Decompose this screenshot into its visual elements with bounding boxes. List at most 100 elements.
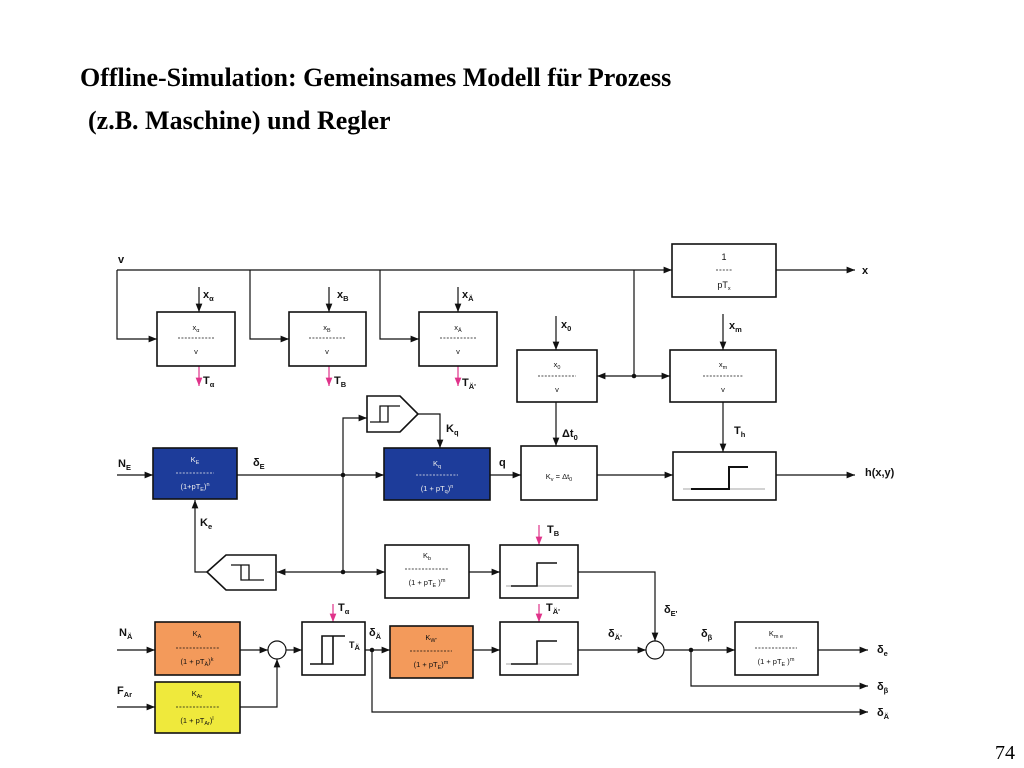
block-k-q-numerator: Kq — [433, 459, 441, 470]
label-delta-t0-sub: 0 — [574, 433, 578, 442]
label-x-a: xÄ — [462, 289, 474, 303]
block-k-w-numerator: KW' — [425, 633, 436, 644]
label-n-e: NE — [118, 458, 131, 472]
block-k-me — [734, 621, 819, 676]
block-x-a-denominator: v — [456, 347, 460, 356]
block-k-a-num-base: K — [193, 629, 198, 638]
junction-dot — [631, 373, 637, 379]
block-k-b-den-post: ) — [436, 578, 441, 587]
block-k-v-b-sub: 0 — [569, 477, 572, 483]
line-v-to-x-alpha-block — [116, 270, 157, 343]
block-k-e — [152, 447, 238, 500]
block-k-me-num-sub: m e — [774, 634, 783, 640]
label-output-delta-beta-base: δ — [877, 681, 884, 693]
label-n-e-base: N — [118, 458, 126, 470]
block-step-h — [672, 451, 777, 501]
label-n-e-sub: E — [126, 463, 131, 472]
block-k-v-formula: Kv = Δt0 — [546, 472, 572, 483]
label-delta-a-prime: δÄ' — [608, 628, 622, 642]
block-step-tb — [499, 544, 579, 599]
block-k-ar — [154, 681, 241, 734]
label-k-e-base: K — [200, 517, 208, 529]
label-t-a-step-inner-base: T — [349, 640, 355, 650]
label-output-delta-e-sub: e — [884, 649, 888, 658]
block-xm-numerator: xm — [719, 360, 728, 371]
label-t-alpha-step-base: T — [338, 602, 345, 614]
label-output-delta-beta-sub: β — [884, 686, 889, 695]
block-x-alpha-numerator-sub: α — [196, 328, 200, 334]
block-k-e-numerator: KE — [191, 455, 200, 466]
block-step-t-a-prime — [499, 621, 579, 676]
junction-dot — [369, 647, 375, 653]
block-k-me-den-pre: (1 + pT — [758, 657, 782, 666]
block-k-v-a: K — [546, 472, 551, 481]
label-t-b: TB — [334, 375, 347, 389]
block-k-q-den-post: ) — [448, 484, 451, 493]
line-v-to-x-b-block — [249, 270, 289, 343]
hysteresis-icon — [370, 405, 400, 423]
label-delta-e-base: δ — [253, 457, 260, 469]
label-t-b-base: T — [334, 375, 341, 387]
block-k-q-den-pre: (1 + pT — [421, 484, 445, 493]
block-x-a-numerator-sub: Ä — [458, 327, 462, 334]
label-x-a-sub: Ä — [468, 294, 474, 303]
block-k-v-a-sub: v — [551, 477, 554, 483]
block-k-a-numerator: KA — [193, 629, 202, 640]
label-delta-a-base: δ — [369, 627, 376, 639]
label-k-q-sub: q — [454, 428, 459, 437]
block-k-e-den-sup: n — [206, 482, 209, 488]
label-t-b-step: TB — [547, 524, 560, 538]
label-output-delta-a-sub: Ä — [884, 712, 890, 721]
block-k-a-num-sub: A — [198, 634, 202, 640]
label-xm: xm — [729, 320, 742, 334]
block-k-b-den-pre: (1 + pT — [409, 578, 433, 587]
label-t-alpha-step-sub: α — [345, 607, 350, 616]
label-k-q: Kq — [446, 423, 459, 437]
label-t-a-prime-step-sub: Ä' — [553, 607, 560, 616]
label-t-h-base: T — [734, 425, 741, 437]
block-k-ar-den-pre: (1 + pT — [180, 716, 204, 725]
label-t-b-sub: B — [341, 380, 347, 389]
label-delta-a: δÄ — [369, 627, 382, 641]
label-delta-e-prime: δE' — [664, 604, 678, 618]
block-k-ar-den-sub: Ar — [204, 721, 210, 727]
block-integrator-numerator: 1 — [721, 252, 726, 262]
block-x-b-numerator-sub: B — [327, 328, 331, 334]
block-k-a-den-sup: k — [211, 657, 214, 663]
block-xm-denominator: v — [721, 385, 725, 394]
block-k-w-den-pre: (1 + pT — [414, 660, 438, 669]
hysteresis-block-kq — [366, 395, 420, 433]
block-k-me-den-sup: m — [790, 657, 795, 663]
block-k-ar-num-base: K — [192, 689, 197, 698]
block-k-me-den-post: ) — [785, 657, 790, 666]
block-k-w-denominator: (1 + pTE)m — [414, 660, 449, 671]
block-k-ar-denominator: (1 + pTAr)l — [180, 716, 213, 727]
block-xm-numerator-base: x — [719, 360, 723, 369]
block-x0-numerator: x0 — [554, 360, 561, 371]
label-x0-base: x — [561, 319, 568, 331]
block-k-e-den-post: ) — [204, 482, 207, 491]
block-integrator-den-sub: x — [728, 286, 731, 292]
label-x-a-base: x — [462, 289, 469, 301]
slide-title-line1: Offline-Simulation: Gemeinsames Modell f… — [80, 63, 672, 92]
block-k-me-denominator: (1 + pTE )m — [758, 657, 795, 668]
step-function-icon — [511, 640, 557, 665]
label-output-delta-e-base: δ — [877, 644, 884, 656]
label-xm-base: x — [729, 320, 736, 332]
block-k-w-num-sub: W' — [430, 638, 436, 644]
block-k-q-den-sub: q — [445, 489, 448, 495]
slide-title-line2: (z.B. Maschine) und Regler — [88, 106, 391, 135]
block-k-e-num-base: K — [191, 455, 196, 464]
label-n-a-base: N — [119, 627, 127, 639]
block-x-a-over-v — [418, 311, 498, 367]
label-t-b-step-base: T — [547, 524, 554, 536]
label-t-a-step-inner-sub: Ä — [355, 643, 361, 652]
hysteresis-step-icon — [310, 635, 345, 665]
label-t-alpha: Tα — [203, 375, 215, 389]
label-t-alpha-step: Tα — [338, 602, 350, 616]
line-k-e-feedback — [191, 500, 207, 573]
block-k-w-num-base: K — [425, 633, 430, 642]
label-v: v — [118, 254, 125, 266]
label-delta-e-prime-base: δ — [664, 604, 671, 616]
